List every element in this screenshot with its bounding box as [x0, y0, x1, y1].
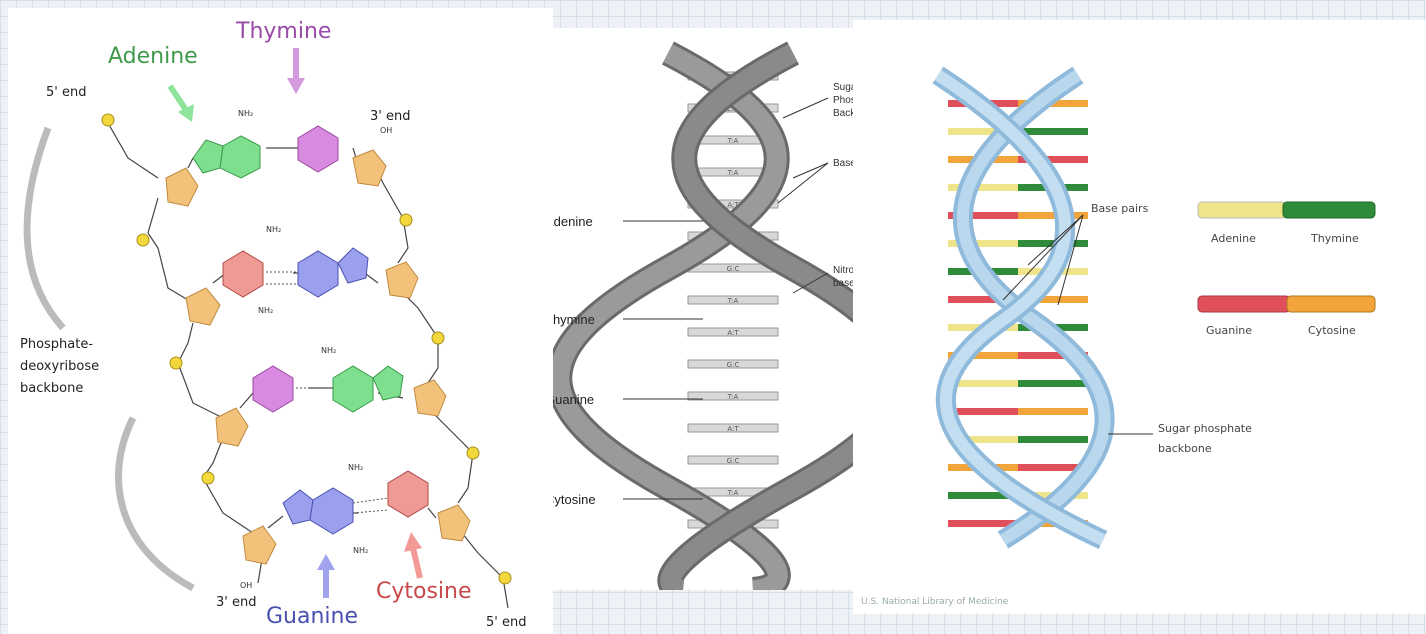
backbone-label-line1: Phosphate- [20, 337, 93, 352]
adenine-label: Adenine [553, 214, 593, 229]
hydrogen-bonds [266, 148, 388, 513]
nh2-label: NH₂ [266, 225, 281, 234]
nitrogenous-base-label-line1: Nitrogeous [833, 265, 853, 276]
guanine-label: Guanine [553, 392, 594, 407]
legend-thymine-label: Thymine [1310, 232, 1359, 245]
guanine-label: Guanine [266, 604, 358, 629]
backbone-brace-bottom [119, 418, 193, 588]
colored-rung-half [1018, 436, 1088, 443]
thymine-molecule-top [298, 126, 338, 172]
cytosine-molecule-row2 [223, 251, 263, 297]
base-pair-rung-label: A:T [727, 425, 739, 433]
cytosine-label: Cytosine [376, 579, 472, 604]
legend-guanine-label: Guanine [1206, 324, 1252, 337]
gc-legend-bar [1198, 296, 1375, 312]
colored-rung-half [1018, 408, 1088, 415]
base-pair-rung-label: A:T [727, 329, 739, 337]
adenine-molecule-row3 [333, 366, 403, 412]
sugar-ring [353, 150, 386, 186]
colored-rung-half [1018, 212, 1088, 219]
phosphate [102, 114, 114, 126]
sugar-phosphate-label-line3: Backbone [833, 108, 853, 119]
guanine-molecule-bottom [283, 488, 353, 534]
base-pair-rung-label: T:A [727, 169, 739, 177]
sugar-phosphate-backbone-label-line2: backbone [1158, 442, 1212, 455]
chemical-structure-diagram: NH₂ NH₂ NH₂ NH₂ NH₂ NH₂ OH OH Adenine Th… [8, 8, 553, 634]
sugar-ring [386, 262, 418, 298]
nh2-label: NH₂ [238, 109, 253, 118]
cytosine-arrow [404, 532, 422, 578]
oh-label: OH [240, 581, 252, 590]
phosphate [432, 332, 444, 344]
colored-rung-half [1018, 128, 1088, 135]
nh2-label: NH₂ [353, 546, 368, 555]
five-prime-end-top-label: 5' end [46, 85, 86, 100]
at-legend-bar [1198, 202, 1375, 218]
nh2-label: NH₂ [348, 463, 363, 472]
base-pair-rung-label: G:C [727, 265, 740, 273]
nh2-label: NH₂ [258, 306, 273, 315]
sugar-ring [414, 380, 446, 416]
phosphate [137, 234, 149, 246]
base-pair-rung-label: G:C [727, 457, 740, 465]
adenine-molecule-top [193, 136, 260, 178]
legend-cytosine-label: Cytosine [1308, 324, 1356, 337]
sugar-ring [186, 288, 220, 325]
base-pair-rung-label: T:A [727, 489, 739, 497]
sugar-ring [243, 526, 276, 564]
sugar-ring [438, 505, 470, 541]
cytosine-label: Cytosine [553, 492, 596, 507]
oh-label: OH [380, 126, 392, 135]
base-pairs-label: Base pairs [1091, 202, 1149, 215]
colored-helix-panel: Base pairs Adenine Thymine Guanine Cytos… [853, 20, 1426, 614]
guanine-arrow [317, 554, 335, 598]
legend-adenine-label: Adenine [1211, 232, 1256, 245]
five-prime-end-bottom-label: 5' end [486, 615, 526, 630]
thymine-arrow [287, 48, 305, 94]
phosphate [499, 572, 511, 584]
colored-rung-half [1018, 380, 1088, 387]
credit-label: U.S. National Library of Medicine [861, 597, 1009, 607]
base-pair-rung-label: G:C [727, 361, 740, 369]
backbone-brace-top [27, 128, 63, 328]
adenine-label: Adenine [108, 44, 198, 69]
cytosine-molecule-bottom [388, 471, 428, 517]
chemical-structure-panel: NH₂ NH₂ NH₂ NH₂ NH₂ NH₂ OH OH Adenine Th… [8, 8, 553, 634]
base-pair-rung-label: T:A [727, 393, 739, 401]
three-prime-end-top-label: 3' end [370, 109, 410, 124]
colored-rung-half [948, 408, 1018, 415]
backbone-label-line2: deoxyribose [20, 359, 99, 374]
thymine-label: Thymine [553, 312, 595, 327]
base-pair-rung-label: T:A [727, 137, 739, 145]
phosphate [170, 357, 182, 369]
thymine-label: Thymine [235, 19, 331, 44]
thymine-molecule-row3 [253, 366, 293, 412]
phosphate [202, 472, 214, 484]
three-prime-end-bottom-label: 3' end [216, 595, 256, 610]
colored-helix-diagram: Base pairs Adenine Thymine Guanine Cytos… [853, 20, 1426, 614]
sugar-phosphate-label-line1: Sugar [833, 82, 853, 93]
backbone-label-line3: backbone [20, 381, 83, 396]
base-pair-rung-label: T:A [727, 297, 739, 305]
guanine-molecule-row2 [298, 248, 368, 297]
nh2-label: NH₂ [321, 346, 336, 355]
sugar-phosphate-backbone-label-line1: Sugar phosphate [1158, 422, 1252, 435]
base-pair-label: Base pair [833, 158, 853, 169]
adenine-arrow [170, 86, 194, 122]
sugar-phosphate-label-line2: Phosphate [833, 95, 853, 106]
sugar-ring [216, 408, 248, 446]
sugar-ring [166, 168, 198, 206]
phosphate [467, 447, 479, 459]
nitrogenous-base-label-line2: base [833, 278, 853, 289]
grey-helix-diagram: G:CC:GT:AT:AA:TA:TG:CT:AA:TG:CT:AA:TG:CT… [553, 28, 853, 590]
phosphate [400, 214, 412, 226]
